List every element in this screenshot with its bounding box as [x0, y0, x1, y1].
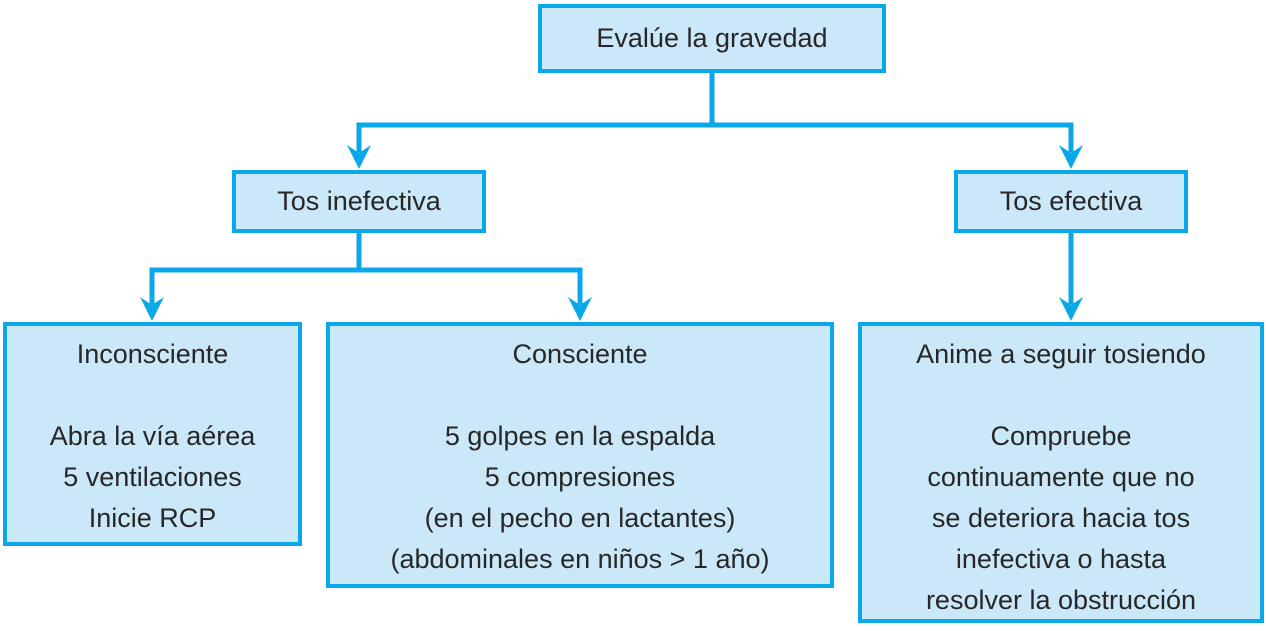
arrowhead-icon — [1059, 297, 1083, 321]
node-line: 5 golpes en la espalda — [444, 421, 716, 451]
node-conscious: Consciente 5 golpes en la espalda 5 comp… — [326, 322, 834, 588]
node-ineffective-cough: Tos inefectiva — [232, 170, 486, 233]
blank-line — [330, 375, 830, 416]
node-line: continuamente que no — [927, 462, 1195, 492]
arrowhead-icon — [568, 297, 592, 321]
node-line: se deteriora hacia tos — [931, 503, 1191, 533]
node-line: resolver la obstrucción — [925, 585, 1197, 615]
node-title: Consciente — [512, 339, 648, 369]
connector-root-to-branches — [356, 68, 1074, 153]
node-title: Anime a seguir tosiendo — [916, 339, 1206, 369]
node-encourage-coughing: Anime a seguir tosiendo Compruebe contin… — [858, 322, 1264, 623]
node-evaluate-severity: Evalúe la gravedad — [538, 4, 886, 73]
blank-line — [862, 375, 1260, 416]
node-label: Tos inefectiva — [277, 186, 441, 216]
arrowhead-icon — [140, 297, 164, 321]
node-label: Evalúe la gravedad — [596, 23, 828, 53]
connector-ineffective-to-children — [149, 228, 583, 305]
node-line: Inicie RCP — [88, 503, 217, 533]
node-line: Abra la vía aérea — [49, 421, 256, 451]
arrowhead-icon — [1059, 145, 1083, 169]
node-unconscious: Inconsciente Abra la vía aérea 5 ventila… — [3, 322, 302, 546]
node-line: Compruebe — [990, 421, 1132, 451]
node-label: Tos efectiva — [999, 186, 1143, 216]
node-line: inefectiva o hasta — [955, 544, 1167, 574]
node-line: 5 compresiones — [484, 462, 676, 492]
node-line: (abdominales en niños > 1 año) — [390, 544, 770, 574]
node-title: Inconsciente — [76, 339, 229, 369]
node-effective-cough: Tos efectiva — [954, 170, 1188, 233]
node-line: 5 ventilaciones — [63, 462, 242, 492]
node-line: (en el pecho en lactantes) — [424, 503, 736, 533]
blank-line — [7, 375, 298, 416]
arrowhead-icon — [347, 145, 371, 169]
